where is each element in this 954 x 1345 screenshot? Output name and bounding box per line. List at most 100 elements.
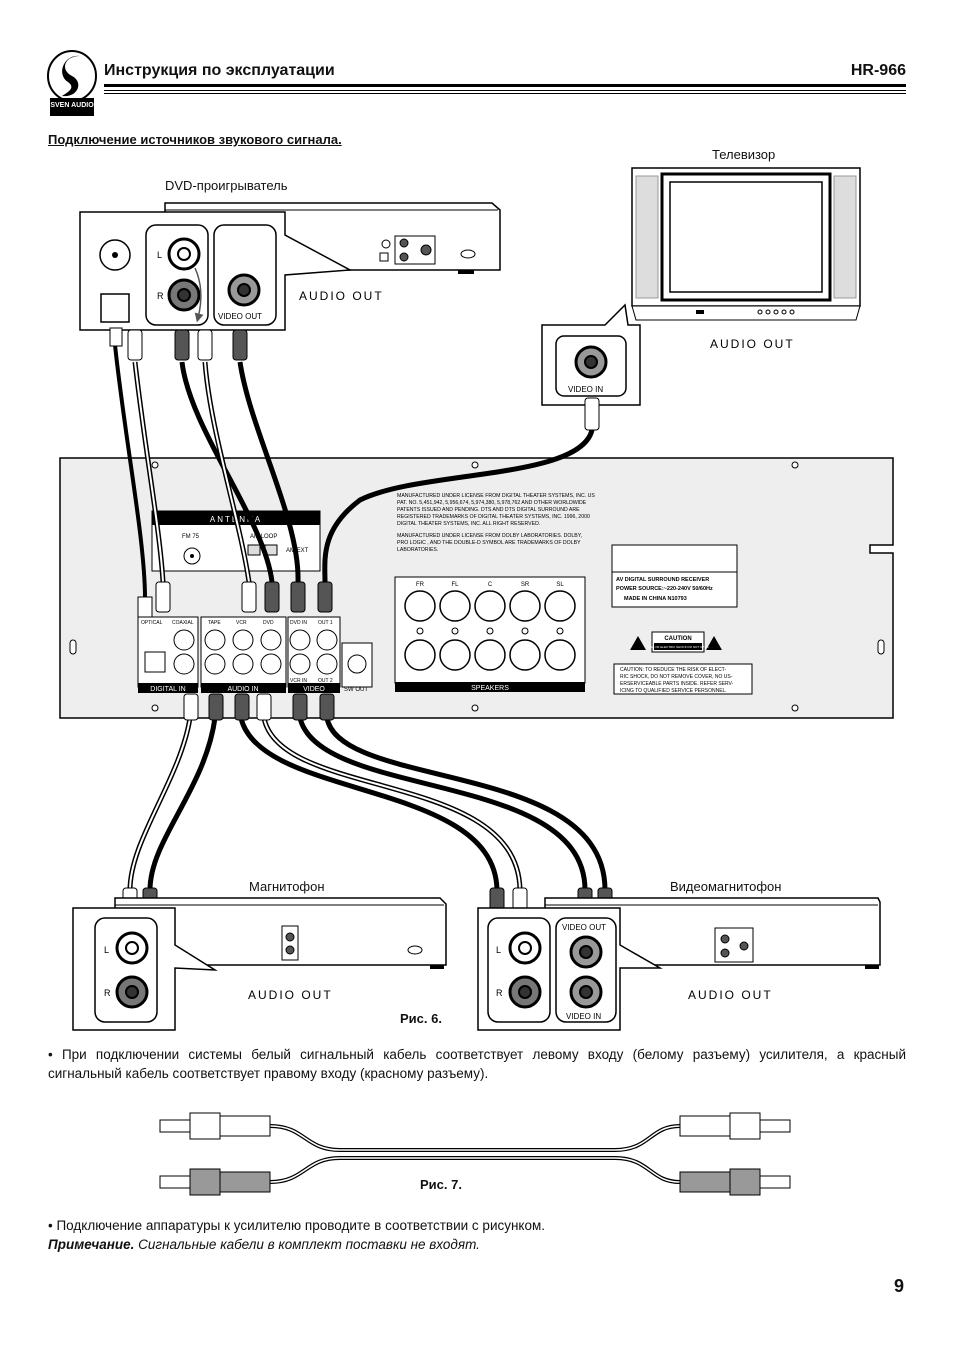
speaker-label-sl: SL	[556, 582, 564, 588]
logo-text: SVEN AUDIO	[50, 102, 94, 109]
vcr-label: VCR	[236, 620, 247, 626]
dvd-audio-out-label: AUDIO OUT	[299, 289, 384, 303]
dvd-video-out-label: VIDEO OUT	[218, 312, 262, 321]
tape-jack-r: R	[104, 988, 111, 998]
speaker-screw-c	[486, 627, 494, 635]
speaker-terminal-c-minus	[474, 639, 506, 671]
speaker-terminal-sr-plus	[509, 590, 541, 622]
tape-label: TAPE	[208, 620, 221, 626]
coaxial-label: COAXIAL	[172, 620, 194, 626]
rca-cable-illustration	[159, 1112, 791, 1196]
section-title: Подключение источников звукового сигнала…	[48, 132, 342, 147]
svg-text:MANUFACTURED UNDER LICENSE FRO: MANUFACTURED UNDER LICENSE FROM DOLBY LA…	[397, 533, 582, 539]
audio-in-label: AUDIO IN	[227, 686, 258, 693]
vcr-in-label: VCR IN	[290, 678, 307, 684]
header-title: Инструкция по эксплуатации	[104, 62, 335, 79]
plug-set-top	[109, 327, 600, 618]
vcr-video-in-label: VIDEO IN	[566, 1012, 601, 1021]
vcr: L R VIDEO OUT VIDEO IN	[477, 897, 881, 1031]
svg-text:PATENTS ISSUED AND PENDING. D: PATENTS ISSUED AND PENDING. DTS AND DTS …	[397, 507, 580, 513]
tv-video-in-label: VIDEO IN	[568, 385, 603, 394]
dvd-label: DVD-проигрыватель	[165, 178, 288, 193]
bullet-cable-colors: • При подключении системы белый сигнальн…	[48, 1047, 906, 1081]
note-text: Сигнальные кабели в комплект поставки не…	[134, 1237, 480, 1252]
dvd-jack-r: R	[157, 291, 164, 301]
speaker-label-fr: FR	[416, 582, 425, 588]
sven-audio-logo: SVEN AUDIO	[47, 50, 97, 116]
rca-plug-right-white	[679, 1112, 791, 1140]
note-label: Примечание.	[48, 1237, 135, 1252]
speaker-screw-fr	[416, 627, 424, 635]
speaker-terminal-sl-minus	[544, 639, 576, 671]
vcr-video-out-label: VIDEO OUT	[562, 923, 606, 932]
license-text: MANUFACTURED UNDER LICENSE FROM DIGITAL …	[397, 493, 595, 553]
lower-cables	[127, 717, 608, 891]
vcr-jack-l: L	[496, 945, 501, 955]
tv-audio-out-label: AUDIO OUT	[710, 337, 795, 351]
dvd-callout: L R VIDEO OUT	[79, 211, 353, 331]
speaker-screw-sr	[521, 627, 529, 635]
vcr-audio-out-label: AUDIO OUT	[688, 988, 773, 1002]
speaker-label-sr: SR	[521, 582, 530, 588]
tv-callout: VIDEO IN	[541, 303, 641, 406]
speakers-label: SPEAKERS	[471, 685, 509, 692]
digital-in-label: DIGITAL IN	[150, 686, 185, 693]
header-model: HR-966	[850, 62, 906, 79]
svg-text:ICING TO QUALIFIED SERVICE PER: ICING TO QUALIFIED SERVICE PERSONNEL.	[620, 688, 727, 694]
speaker-terminal-fr-minus	[404, 639, 436, 671]
speaker-screw-sl	[556, 627, 564, 635]
out1-label: OUT 1	[318, 620, 333, 626]
out2-label: OUT 2	[318, 678, 333, 684]
rating-origin: MADE IN CHINA N10793	[624, 596, 687, 602]
speaker-label-fl: FL	[451, 582, 459, 588]
vcr-label: Видеомагнитофон	[670, 879, 782, 894]
svg-text:MANUFACTURED UNDER LICENSE FRO: MANUFACTURED UNDER LICENSE FROM DIGITAL …	[397, 493, 595, 499]
optical-label: OPTICAL	[141, 620, 163, 626]
svg-text:ERSERVICEABLE PARTS INSIDE. RE: ERSERVICEABLE PARTS INSIDE. REFER SERV-	[620, 681, 734, 687]
header-rule-thin	[104, 90, 906, 91]
speaker-terminal-sl-plus	[544, 590, 576, 622]
tv-label: Телевизор	[712, 147, 776, 162]
speaker-label-c: C	[488, 582, 493, 588]
dvd-jack-l: L	[157, 250, 162, 260]
fm75-label: FM 75	[182, 534, 200, 540]
caution-title: CAUTION	[664, 636, 691, 642]
note: Примечание. Сигнальные кабели в комплект…	[48, 1235, 906, 1254]
speaker-terminal-fl-plus	[439, 590, 471, 622]
tape-audio-out-label: AUDIO OUT	[248, 988, 333, 1002]
svg-text:RIC SHOCK, DO NOT REMOVE COVER: RIC SHOCK, DO NOT REMOVE COVER, NO US-	[620, 674, 733, 680]
speaker-terminal-fr-plus	[404, 590, 436, 622]
speaker-terminal-fl-minus	[439, 639, 471, 671]
header-rule	[104, 84, 906, 87]
tape-jack-l: L	[104, 945, 109, 955]
speaker-terminal-sr-minus	[509, 639, 541, 671]
svg-text:DIGITAL THEATER SYSTEMS, INC.: DIGITAL THEATER SYSTEMS, INC. ALL RIGHT …	[397, 521, 540, 527]
rca-plug-left-white	[159, 1112, 271, 1140]
television	[631, 167, 861, 321]
svg-text:CAUTION: TO REDUCE THE RISK OF: CAUTION: TO REDUCE THE RISK OF ELECT-	[620, 667, 726, 673]
svg-text:LABORATORIES.: LABORATORIES.	[397, 547, 438, 553]
figure-6-caption: Рис. 6.	[400, 1011, 442, 1026]
tape-deck-label: Магнитофон	[249, 879, 325, 894]
caution-sub: RISK OF ELECTRIC SHOCK DO NOT OPEN	[648, 645, 709, 649]
speaker-terminals: FR FL C SR SL	[404, 582, 576, 671]
header-rule-thin	[104, 93, 906, 94]
dvd-cables	[113, 344, 595, 599]
rca-plug-right-grey	[679, 1168, 791, 1196]
dvd-label: DVD	[263, 620, 274, 626]
am-loop-label: AM LOOP	[250, 534, 277, 540]
bullet-connection: • Подключение аппаратуры к усилителю про…	[48, 1218, 546, 1233]
page-number: 9	[893, 1276, 904, 1296]
rating-model: AV DIGITAL SURROUND RECEIVER	[616, 577, 709, 583]
tape-deck: L R	[72, 897, 447, 1031]
caution-text: CAUTION: TO REDUCE THE RISK OF ELECT- RI…	[620, 667, 734, 694]
video-label: VIDEO	[303, 686, 325, 693]
rating-power: POWER SOURCE:~220-240V 50/60Hz	[616, 586, 713, 592]
receiver-rear-panel: ANTENNA FM 75 AM LOOP AM EXT OPTICAL COA…	[59, 457, 894, 719]
svg-text:REGISTERED TRADEMARKS OF DIGIT: REGISTERED TRADEMARKS OF DIGITAL THEATER…	[397, 514, 590, 520]
dvd-in-label: DVD IN	[290, 620, 307, 626]
speaker-screw-fl	[451, 627, 459, 635]
figure-7-caption: Рис. 7.	[420, 1177, 462, 1192]
speaker-terminal-c-plus	[474, 590, 506, 622]
